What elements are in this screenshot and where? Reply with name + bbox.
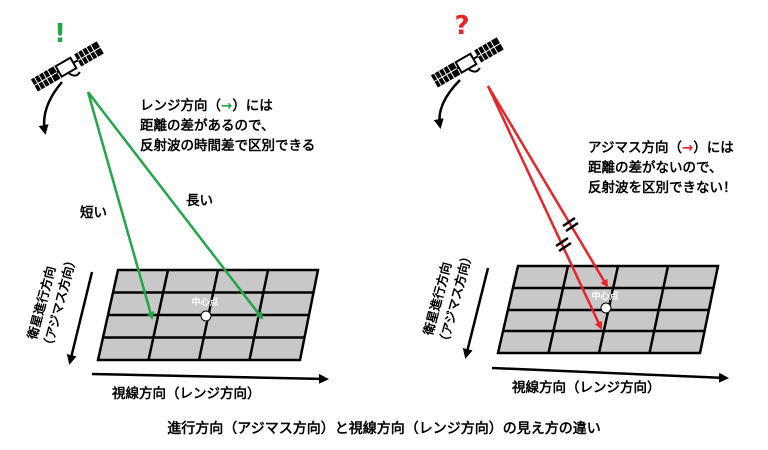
svg-text:距離の差がないので、: 距離の差がないので、 [588,159,722,176]
azimuth-axis-arrow [462,267,490,359]
equal-length-marks [555,216,579,253]
right-panel: ? 中心点 アジマス方向（→）には [420,11,736,396]
upper-beam [486,85,609,288]
svg-text:レンジ方向（→）には: レンジ方向（→）には [140,97,273,114]
long-range-beam [87,91,264,320]
satellite-icon [29,40,108,98]
azimuth-axis-arrow [66,271,94,365]
svg-text:距離の差があるので、: 距離の差があるので、 [140,117,274,134]
svg-text:反射波の時間差で区別できる: 反射波の時間差で区別できる [140,137,315,154]
left-explanation: レンジ方向（→）には 距離の差があるので、 反射波の時間差で区別できる [140,97,315,154]
range-axis-label: 視線方向（レンジ方向） [111,385,261,402]
center-point-marker [200,310,212,322]
svg-text:反射波を区別できない！: 反射波を区別できない！ [588,179,737,196]
range-axis-arrow [491,366,729,383]
orbit-arrow [38,81,63,135]
satellite-icon [429,36,508,94]
question-mark: ? [454,11,469,41]
center-point-label: 中心点 [591,290,618,302]
center-point-marker [600,302,612,314]
range-axis-arrow [91,372,329,384]
exclamation-mark: ! [54,19,66,49]
long-label: 長い [186,193,213,209]
orbit-arrow [433,79,461,129]
figure-caption: 進行方向（アジマス方向）と視線方向（レンジ方向）の見え方の違い [167,420,600,437]
short-range-beam [86,91,155,320]
left-panel: ! 中心点 短い 長い レンジ方向（→）には 距離の差があるので、 反射波の時間… [24,19,329,402]
short-label: 短い [80,204,107,221]
center-point-label: 中心点 [191,296,218,308]
range-axis-label: 視線方向（レンジ方向） [511,379,661,396]
lower-beam [486,85,603,330]
right-explanation: アジマス方向（→）には 距離の差がないので、 反射波を区別できない！ [588,139,737,196]
svg-text:アジマス方向（→）には: アジマス方向（→）には [588,139,734,156]
